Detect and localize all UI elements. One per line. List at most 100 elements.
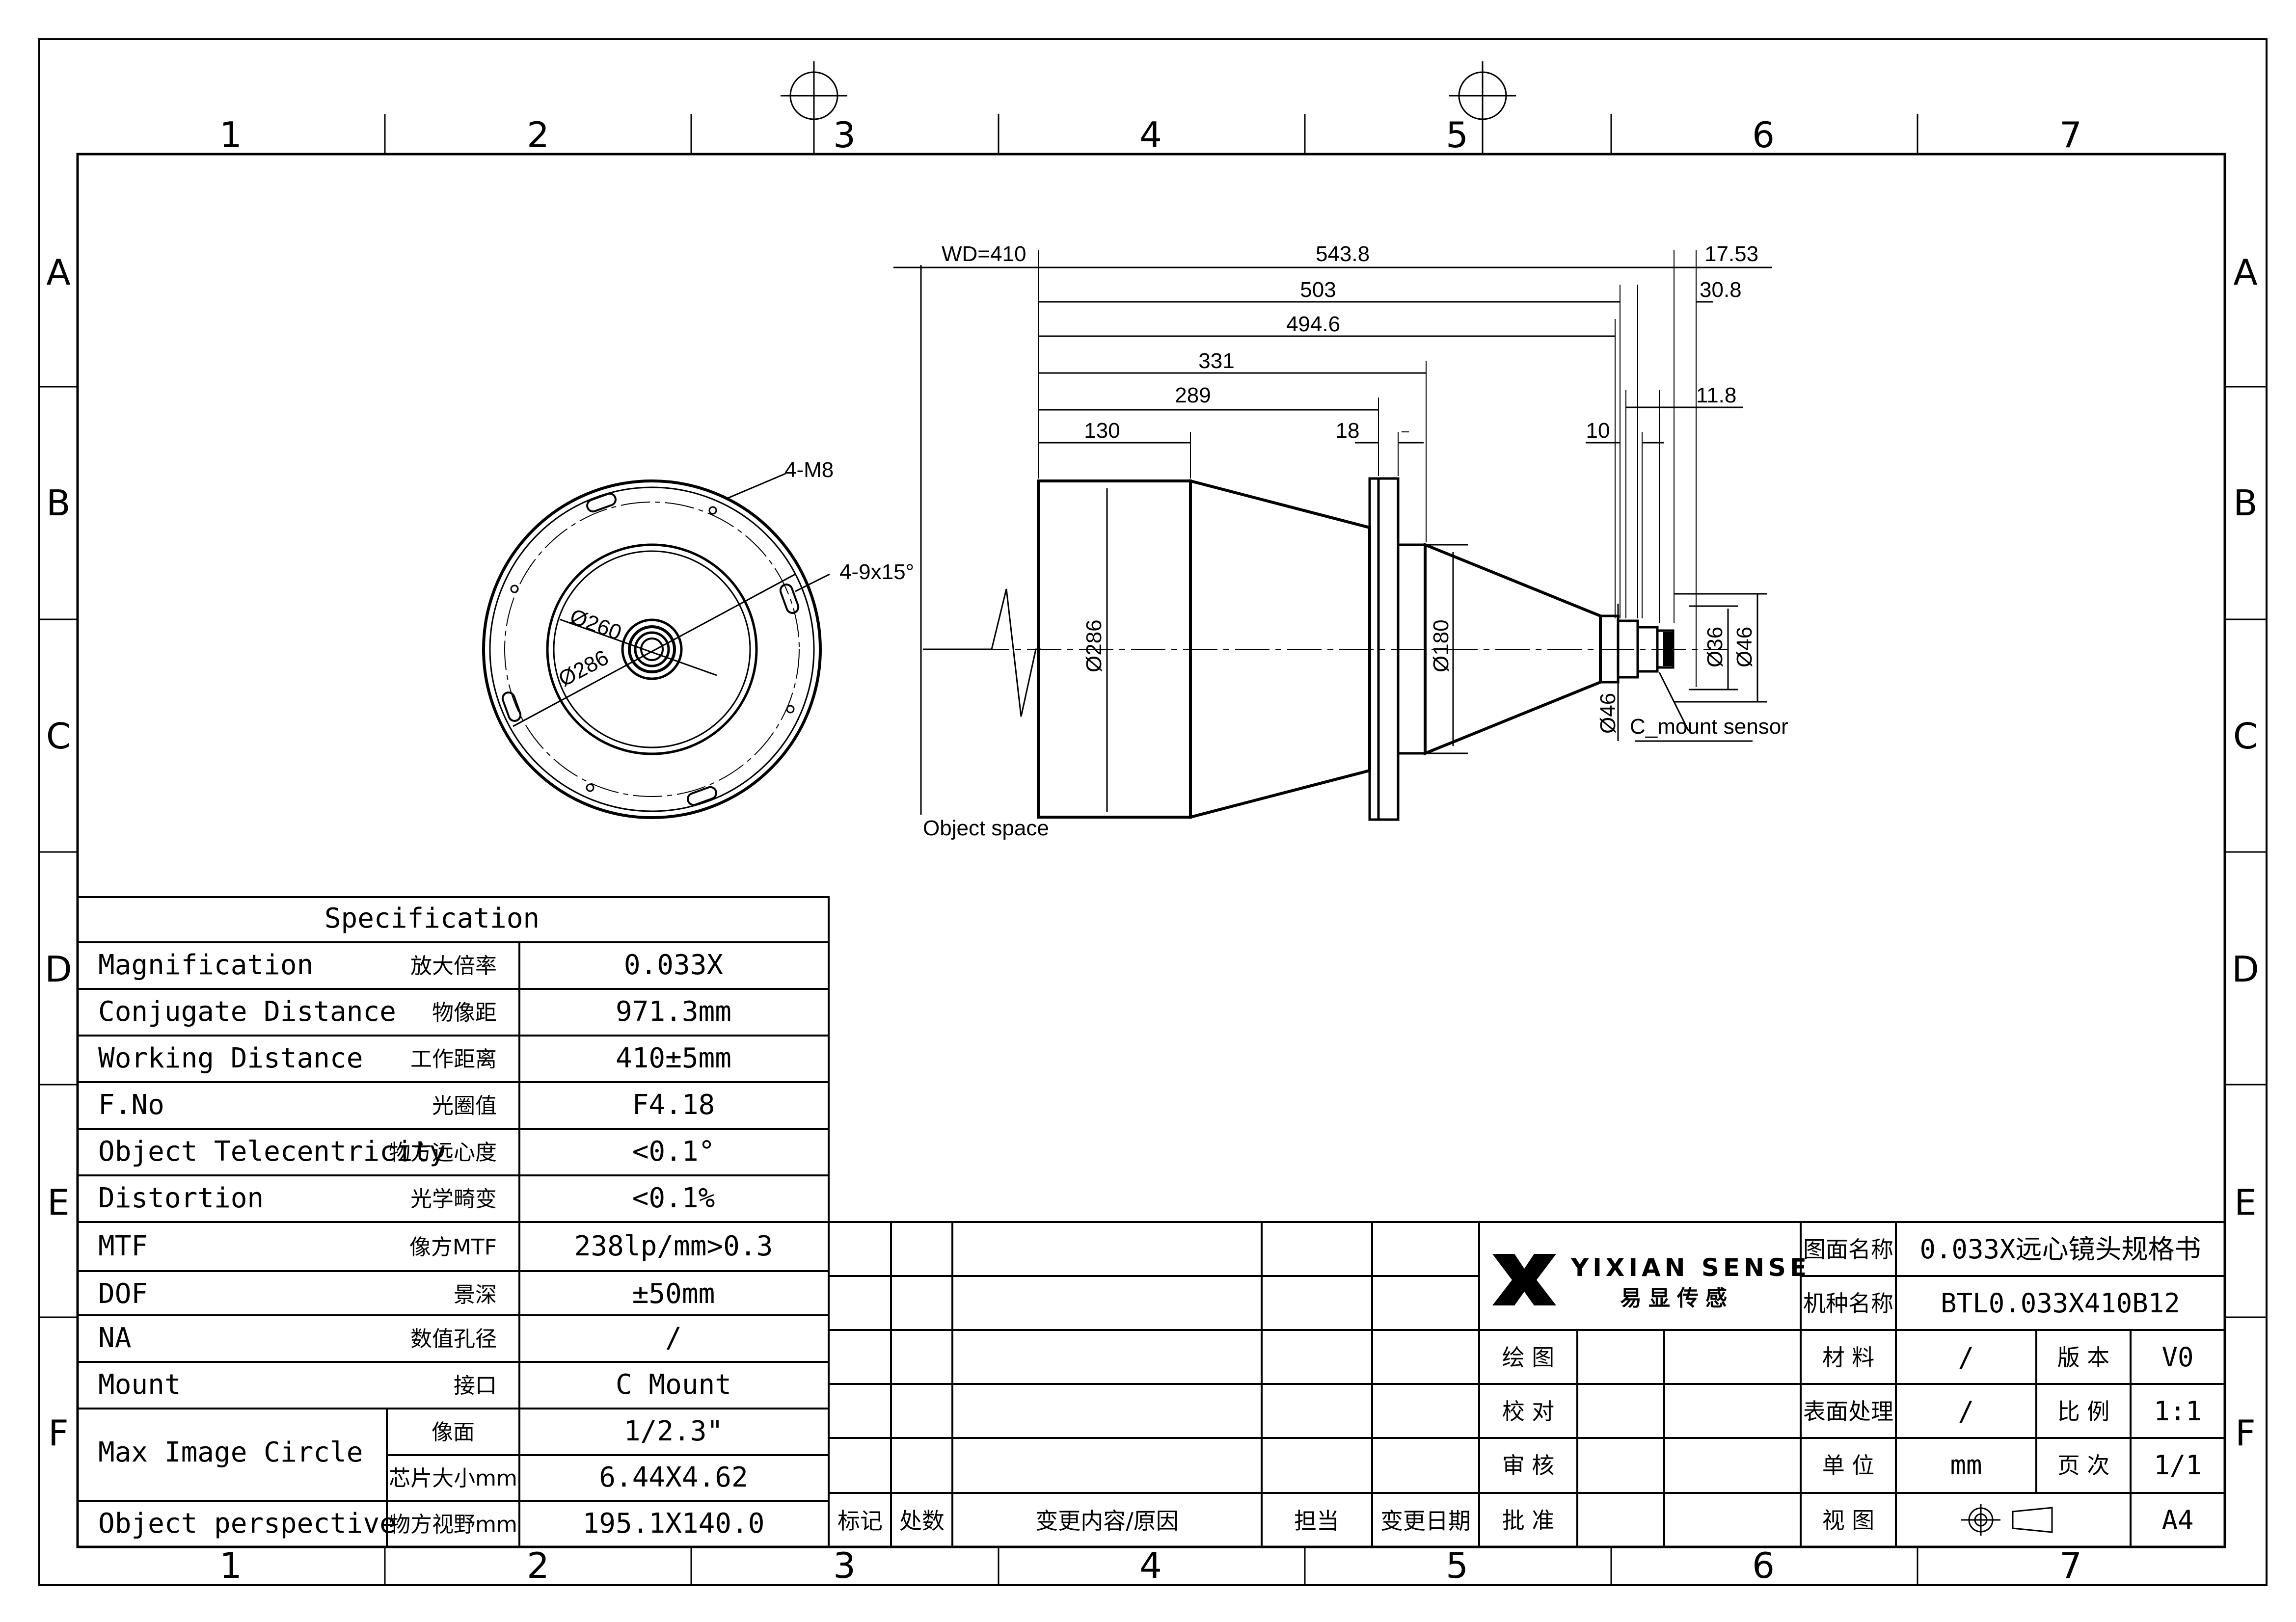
- role-approved: 批 准: [1502, 1507, 1555, 1534]
- spec-label: Object perspective: [98, 1508, 396, 1540]
- model-name: BTL0.033X410B12: [1941, 1288, 2180, 1319]
- unit-value: mm: [1950, 1450, 1982, 1481]
- grid-row-left: D: [45, 949, 72, 990]
- spec-table-title: Specification: [324, 903, 540, 934]
- page-label: 页 次: [2057, 1452, 2110, 1479]
- spec-label: NA: [98, 1322, 131, 1354]
- dim-17-53: 17.53: [1704, 242, 1758, 266]
- spec-label-cn: 芯片大小mm: [389, 1466, 517, 1491]
- version-value: V0: [2161, 1342, 2193, 1373]
- spec-label-cn: 光圈值: [432, 1093, 497, 1118]
- grid-col-bottom: 4: [1139, 1545, 1162, 1586]
- grid-row-right: E: [2234, 1182, 2257, 1223]
- object-space-label: Object space: [923, 816, 1049, 840]
- logo-wordmark: YIXIAN SENSE: [1570, 1253, 1810, 1282]
- revision-header: 变更内容/原因: [1035, 1508, 1179, 1534]
- dim-289: 289: [1175, 383, 1211, 407]
- paper-size: A4: [2161, 1505, 2193, 1536]
- spec-value: 195.1X140.0: [583, 1508, 765, 1540]
- dim-543-8: 543.8: [1316, 242, 1370, 266]
- spec-value: ±50mm: [632, 1278, 715, 1310]
- spec-label: Max Image Circle: [98, 1436, 363, 1468]
- lens-end-view: [482, 473, 830, 819]
- grid-col-bottom: 6: [1752, 1545, 1775, 1586]
- spec-value: F4.18: [632, 1089, 715, 1121]
- spec-label-cn: 放大倍率: [410, 954, 497, 979]
- dim-18: 18: [1336, 419, 1360, 443]
- logo-wordmark-cn: 易显传感: [1620, 1286, 1734, 1311]
- spec-value: 971.3mm: [616, 996, 731, 1028]
- grid-row-left: F: [48, 1412, 68, 1454]
- scale-label: 比 例: [2057, 1398, 2110, 1425]
- grid-row-left: B: [46, 482, 70, 524]
- dim-494-6: 494.6: [1286, 312, 1340, 336]
- lens-profile-view: [893, 250, 1772, 821]
- spec-value: <0.1°: [632, 1136, 715, 1168]
- spec-label-cn: 物像距: [432, 1000, 497, 1025]
- spec-label-cn: 工作距离: [410, 1047, 497, 1072]
- surface-label: 表面处理: [1803, 1398, 1893, 1425]
- grid-col-top: 6: [1752, 114, 1775, 156]
- dia-36-label: Ø36: [1703, 627, 1727, 667]
- spec-value: 1/2.3": [624, 1415, 723, 1447]
- dim-130: 130: [1084, 419, 1120, 443]
- grid-col-bottom: 7: [2059, 1545, 2082, 1586]
- material-label: 材 料: [1822, 1344, 1875, 1371]
- drawing-name: 0.033X远心镜头规格书: [1919, 1234, 2201, 1265]
- company-logo: YIXIAN SENSE 易显传感: [1492, 1253, 1810, 1311]
- grid-row-right: A: [2233, 252, 2257, 293]
- drawing-name-label: 图面名称: [1803, 1236, 1893, 1263]
- spec-label: F.No: [98, 1089, 164, 1121]
- working-distance-label: WD=410: [942, 242, 1026, 266]
- grid-col-bottom: 2: [527, 1545, 549, 1586]
- material-value: /: [1958, 1342, 1974, 1373]
- revision-table: [828, 1221, 1480, 1548]
- dim-30-8: 30.8: [1700, 278, 1742, 302]
- thread-hole: [510, 506, 795, 792]
- grid-col-bottom: 3: [833, 1545, 856, 1586]
- revision-header: 担当: [1294, 1508, 1339, 1534]
- grid-col-bottom: 5: [1446, 1545, 1468, 1586]
- dimension-line: [893, 266, 1772, 810]
- spec-label-cn: 像方MTF: [409, 1235, 497, 1260]
- grid-row-right: D: [2232, 949, 2259, 990]
- projection-symbol-icon: [1961, 1504, 2053, 1536]
- spec-label-cn: 数值孔径: [410, 1327, 497, 1352]
- spec-label-cn: 像面: [432, 1420, 475, 1445]
- spec-label-cn: 光学畸变: [410, 1187, 497, 1212]
- spec-label: MTF: [98, 1230, 148, 1262]
- title-block: [1478, 1221, 2226, 1548]
- grid-row-left: E: [47, 1182, 70, 1223]
- spec-label: Distortion: [98, 1182, 264, 1214]
- role-reviewed: 审 核: [1502, 1452, 1555, 1479]
- spec-label: Object Telecentricity: [98, 1136, 446, 1168]
- scale-value: 1:1: [2154, 1396, 2202, 1427]
- dim-503: 503: [1300, 278, 1336, 302]
- centering-mark: [781, 61, 1516, 154]
- grid-col-top: 5: [1446, 114, 1468, 156]
- dim-10: 10: [1586, 419, 1610, 443]
- spec-rows: Magnification 放大倍率 0.033X Conjugate Dist…: [98, 949, 773, 1540]
- version-label: 版 本: [2057, 1344, 2110, 1371]
- spec-label-cn: 物方视野mm: [389, 1512, 517, 1537]
- outer-diameter-label: Ø286: [555, 645, 613, 691]
- spec-value: 0.033X: [624, 949, 724, 981]
- model-label: 机种名称: [1803, 1290, 1893, 1317]
- slot-callout: 4-9x15°: [839, 560, 914, 584]
- grid-col-top: 3: [833, 114, 856, 156]
- grid-col-top: 2: [527, 114, 549, 156]
- drawing-frame: [38, 38, 2268, 1586]
- sensor-label: C_mount sensor: [1630, 715, 1788, 739]
- grid-row-right: B: [2233, 482, 2257, 524]
- dia-46-left-label: Ø46: [1596, 693, 1620, 734]
- revision-header: 处数: [899, 1508, 945, 1534]
- dia-46-right-label: Ø46: [1732, 627, 1756, 667]
- unit-label: 单 位: [1822, 1452, 1875, 1479]
- dim-331: 331: [1198, 349, 1234, 373]
- spec-value: <0.1%: [632, 1182, 715, 1214]
- spec-label-cn: 景深: [454, 1282, 497, 1307]
- thread-callout: 4-M8: [784, 458, 834, 482]
- view-label: 视 图: [1822, 1507, 1875, 1534]
- spec-label-cn: 物方远心度: [389, 1140, 497, 1165]
